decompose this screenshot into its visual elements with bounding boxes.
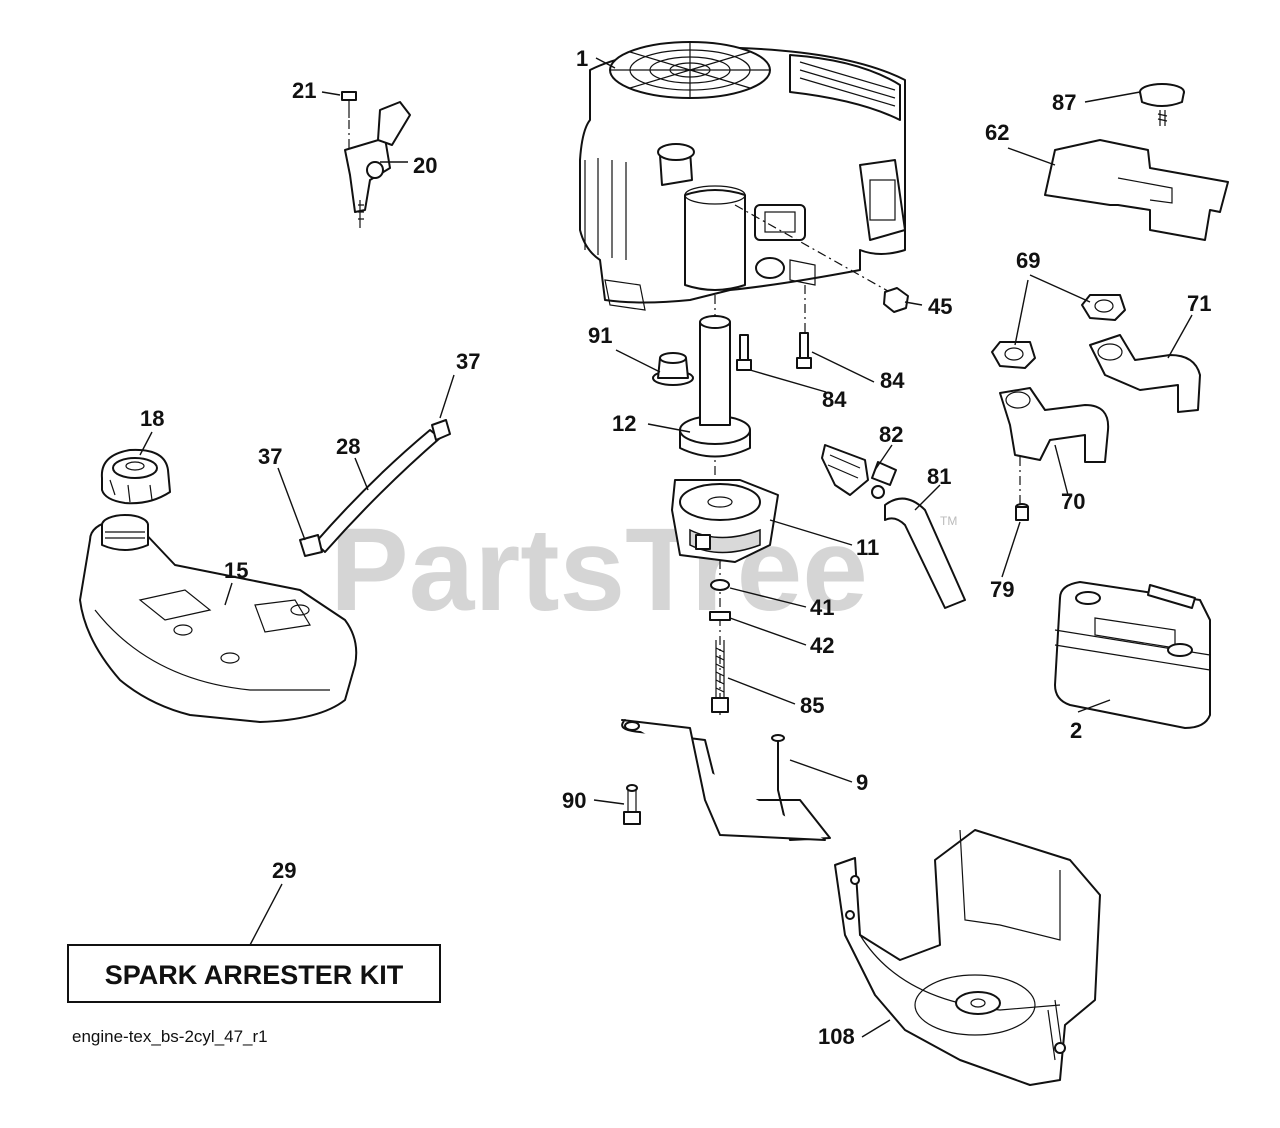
spark-arrester-kit-label: SPARK ARRESTER KIT	[105, 960, 404, 990]
hose-81-drawing	[884, 497, 966, 609]
callout-1: 1	[576, 46, 588, 71]
callout-37-lower: 37	[258, 444, 282, 469]
clutch-11-drawing	[671, 479, 779, 563]
watermark-trademark: TM	[940, 514, 957, 528]
callout-12: 12	[612, 411, 636, 436]
callout-15: 15	[224, 558, 248, 583]
heat-shield-62-drawing	[1044, 139, 1229, 241]
throttle-control-20-drawing	[344, 101, 411, 228]
solenoid-82-drawing	[821, 444, 897, 499]
callout-87: 87	[1052, 90, 1076, 115]
callout-108: 108	[818, 1024, 855, 1049]
callout-90: 90	[562, 788, 586, 813]
callout-20: 20	[413, 153, 437, 178]
bolt-79-drawing	[1015, 503, 1029, 521]
engine-drawing	[579, 41, 906, 311]
washer-42-drawing	[709, 611, 731, 621]
nut-centerline	[734, 204, 896, 296]
callout-41: 41	[810, 595, 834, 620]
diagram-file-name: engine-tex_bs-2cyl_47_r1	[72, 1027, 268, 1046]
clamp-37-upper-drawing	[431, 419, 451, 441]
spacer-91-drawing	[652, 352, 694, 386]
callout-85: 85	[800, 693, 824, 718]
callout-79: 79	[990, 577, 1014, 602]
bolt-85-drawing	[711, 640, 729, 713]
bolt-90-drawing	[623, 784, 641, 825]
callout-81: 81	[927, 464, 951, 489]
callout-82: 82	[879, 422, 903, 447]
callout-62: 62	[985, 120, 1009, 145]
spark-arrester-kit-box	[67, 944, 441, 1003]
callout-84-left: 84	[822, 387, 847, 412]
callout-70: 70	[1061, 489, 1085, 514]
screw-21-drawing	[341, 91, 357, 150]
exhaust-pipe-70-drawing	[999, 387, 1110, 463]
callout-84-right: 84	[880, 368, 905, 393]
callout-18: 18	[140, 406, 164, 431]
rod-9-drawing	[621, 719, 831, 841]
pulley-12-drawing	[679, 315, 751, 458]
leader-lines	[139, 57, 1193, 1038]
bolts-84-drawing	[736, 332, 812, 371]
muffler-2-drawing	[1054, 581, 1211, 729]
knob-87-drawing	[1139, 83, 1185, 126]
clamp-37-lower-drawing	[299, 534, 323, 557]
fuel-tank-15-drawing	[79, 514, 358, 723]
fuel-cap-18-drawing	[100, 448, 171, 505]
watermark: PartsTree	[330, 504, 868, 636]
callout-91: 91	[588, 323, 612, 348]
callout-37-upper: 37	[456, 349, 480, 374]
callout-42: 42	[810, 633, 834, 658]
callout-21: 21	[292, 78, 316, 103]
gaskets-69-drawing	[991, 294, 1126, 369]
callout-9: 9	[856, 770, 868, 795]
guard-108-drawing	[834, 829, 1101, 1086]
callout-28: 28	[336, 434, 360, 459]
callout-29: 29	[272, 858, 296, 883]
callout-2: 2	[1070, 718, 1082, 743]
nut-45-drawing	[883, 287, 909, 313]
callout-71: 71	[1187, 291, 1211, 316]
callout-69: 69	[1016, 248, 1040, 273]
callout-11: 11	[856, 535, 879, 560]
exhaust-pipe-71-drawing	[1089, 334, 1201, 413]
callout-45: 45	[928, 294, 952, 319]
washer-41-drawing	[710, 579, 730, 591]
